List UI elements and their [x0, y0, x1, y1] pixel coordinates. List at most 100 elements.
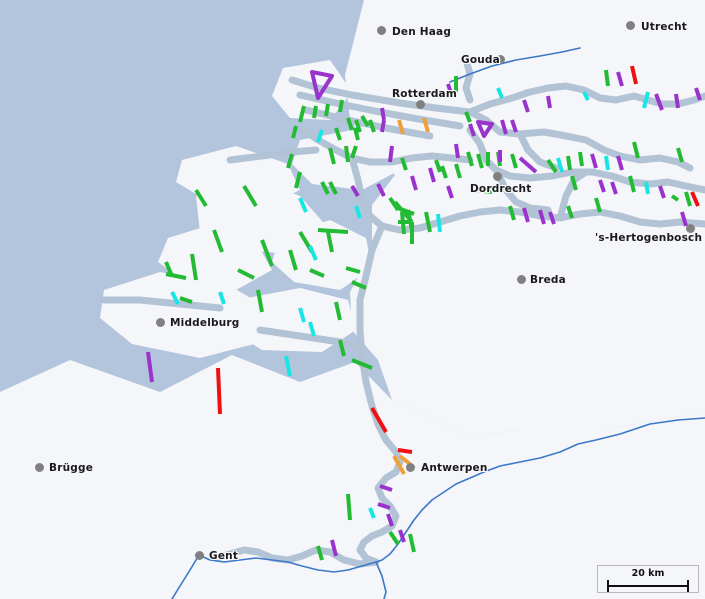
- waterway-marker-orange[interactable]: [397, 119, 405, 135]
- waterway-marker-green[interactable]: [670, 194, 680, 202]
- waterway-marker-green[interactable]: [510, 153, 518, 169]
- waterway-marker-green[interactable]: [344, 145, 350, 163]
- waterway-marker-green[interactable]: [368, 119, 376, 133]
- waterway-marker-cyan[interactable]: [556, 157, 564, 173]
- waterway-marker-green[interactable]: [286, 153, 294, 169]
- waterway-marker-green[interactable]: [400, 157, 408, 171]
- waterway-marker-green[interactable]: [566, 205, 574, 219]
- waterway-marker-purple[interactable]: [376, 183, 386, 197]
- waterway-marker-cyan[interactable]: [308, 245, 318, 261]
- waterway-marker-layer[interactable]: [146, 65, 702, 561]
- waterway-marker-purple[interactable]: [146, 351, 154, 383]
- waterway-marker-green[interactable]: [334, 301, 342, 321]
- waterway-marker-purple[interactable]: [500, 119, 508, 135]
- waterway-marker-green[interactable]: [326, 231, 334, 253]
- city-dot[interactable]: [415, 99, 425, 109]
- waterway-marker-red[interactable]: [216, 367, 222, 415]
- waterway-marker-purple[interactable]: [388, 145, 394, 163]
- waterway-marker-green[interactable]: [317, 228, 349, 234]
- waterway-marker-green[interactable]: [260, 239, 274, 267]
- waterway-marker-green[interactable]: [566, 155, 572, 171]
- waterway-marker-purple[interactable]: [428, 167, 436, 183]
- waterway-marker-green[interactable]: [328, 147, 336, 165]
- city-dot[interactable]: [34, 462, 44, 472]
- port-area-marker[interactable]: [476, 120, 494, 138]
- waterway-marker-green[interactable]: [346, 493, 352, 521]
- waterway-marker-cyan[interactable]: [284, 355, 292, 377]
- waterway-marker-green[interactable]: [408, 533, 416, 553]
- waterway-marker-green[interactable]: [466, 151, 474, 167]
- waterway-marker-green[interactable]: [424, 211, 432, 233]
- waterway-marker-green[interactable]: [345, 266, 361, 274]
- waterway-marker-green[interactable]: [434, 159, 442, 173]
- waterway-marker-purple[interactable]: [379, 484, 393, 492]
- waterway-marker-green[interactable]: [334, 127, 342, 141]
- waterway-marker-red[interactable]: [370, 406, 388, 434]
- waterway-marker-purple[interactable]: [610, 181, 618, 195]
- waterway-marker-green[interactable]: [628, 175, 636, 193]
- waterway-marker-green[interactable]: [578, 151, 584, 167]
- city-dot[interactable]: [516, 274, 526, 284]
- waterway-marker-green[interactable]: [309, 268, 325, 278]
- waterway-marker-purple[interactable]: [616, 71, 624, 87]
- waterway-marker-purple[interactable]: [538, 209, 546, 225]
- waterway-marker-purple[interactable]: [410, 175, 418, 191]
- waterway-marker-green[interactable]: [237, 268, 255, 280]
- waterway-marker-green[interactable]: [604, 69, 610, 87]
- waterway-marker-red[interactable]: [630, 65, 638, 85]
- waterway-marker-purple[interactable]: [454, 143, 460, 159]
- waterway-marker-green[interactable]: [346, 117, 354, 131]
- waterway-marker-green[interactable]: [328, 181, 338, 195]
- waterway-marker-cyan[interactable]: [496, 87, 504, 99]
- waterway-marker-green[interactable]: [351, 358, 373, 370]
- waterway-marker-green[interactable]: [294, 171, 302, 189]
- waterway-marker-purple[interactable]: [674, 93, 680, 109]
- waterway-marker-green[interactable]: [476, 153, 484, 169]
- waterway-marker-green[interactable]: [594, 197, 602, 213]
- waterway-marker-green[interactable]: [291, 125, 298, 139]
- waterway-marker-purple[interactable]: [446, 83, 454, 97]
- waterway-marker-cyan[interactable]: [582, 91, 590, 101]
- waterway-marker-green[interactable]: [454, 163, 462, 179]
- waterway-marker-green[interactable]: [338, 339, 346, 357]
- waterway-marker-purple[interactable]: [522, 99, 530, 113]
- waterway-marker-green[interactable]: [354, 119, 362, 133]
- city-dot[interactable]: [492, 171, 502, 181]
- waterway-marker-green[interactable]: [164, 261, 174, 277]
- waterway-marker-purple[interactable]: [398, 529, 406, 543]
- waterway-marker-red[interactable]: [397, 448, 413, 454]
- waterway-marker-green[interactable]: [360, 114, 370, 128]
- waterway-marker-green[interactable]: [298, 105, 306, 123]
- waterway-marker-cyan[interactable]: [436, 213, 442, 233]
- waterway-marker-purple[interactable]: [548, 211, 556, 225]
- waterway-marker-green[interactable]: [288, 249, 298, 271]
- city-dot[interactable]: [155, 317, 165, 327]
- waterway-marker-cyan[interactable]: [354, 205, 362, 219]
- waterway-marker-green[interactable]: [440, 165, 448, 179]
- city-dot[interactable]: [625, 20, 635, 30]
- waterway-marker-orange[interactable]: [422, 117, 430, 133]
- waterway-marker-purple[interactable]: [654, 93, 664, 111]
- waterway-marker-purple[interactable]: [468, 123, 476, 137]
- waterway-marker-red[interactable]: [690, 191, 700, 207]
- waterway-marker-green[interactable]: [242, 184, 258, 208]
- waterway-marker-purple[interactable]: [680, 211, 688, 227]
- waterway-marker-orange[interactable]: [392, 455, 406, 475]
- waterway-marker-green[interactable]: [546, 158, 558, 174]
- waterway-marker-green[interactable]: [388, 196, 400, 212]
- waterway-marker-green[interactable]: [316, 545, 324, 561]
- waterway-marker-green[interactable]: [351, 280, 367, 290]
- waterway-marker-green[interactable]: [475, 188, 493, 194]
- waterway-marker-cyan[interactable]: [298, 307, 306, 323]
- waterway-marker-purple[interactable]: [446, 185, 454, 199]
- waterway-marker-green[interactable]: [388, 530, 400, 546]
- waterway-marker-purple[interactable]: [616, 155, 624, 171]
- city-dot[interactable]: [685, 223, 695, 233]
- waterway-marker-cyan[interactable]: [604, 155, 610, 171]
- waterway-marker-green[interactable]: [353, 127, 360, 141]
- waterway-marker-green[interactable]: [194, 188, 208, 208]
- waterway-marker-green[interactable]: [350, 145, 358, 159]
- waterway-marker-purple[interactable]: [694, 87, 702, 101]
- waterway-marker-cyan[interactable]: [298, 197, 308, 213]
